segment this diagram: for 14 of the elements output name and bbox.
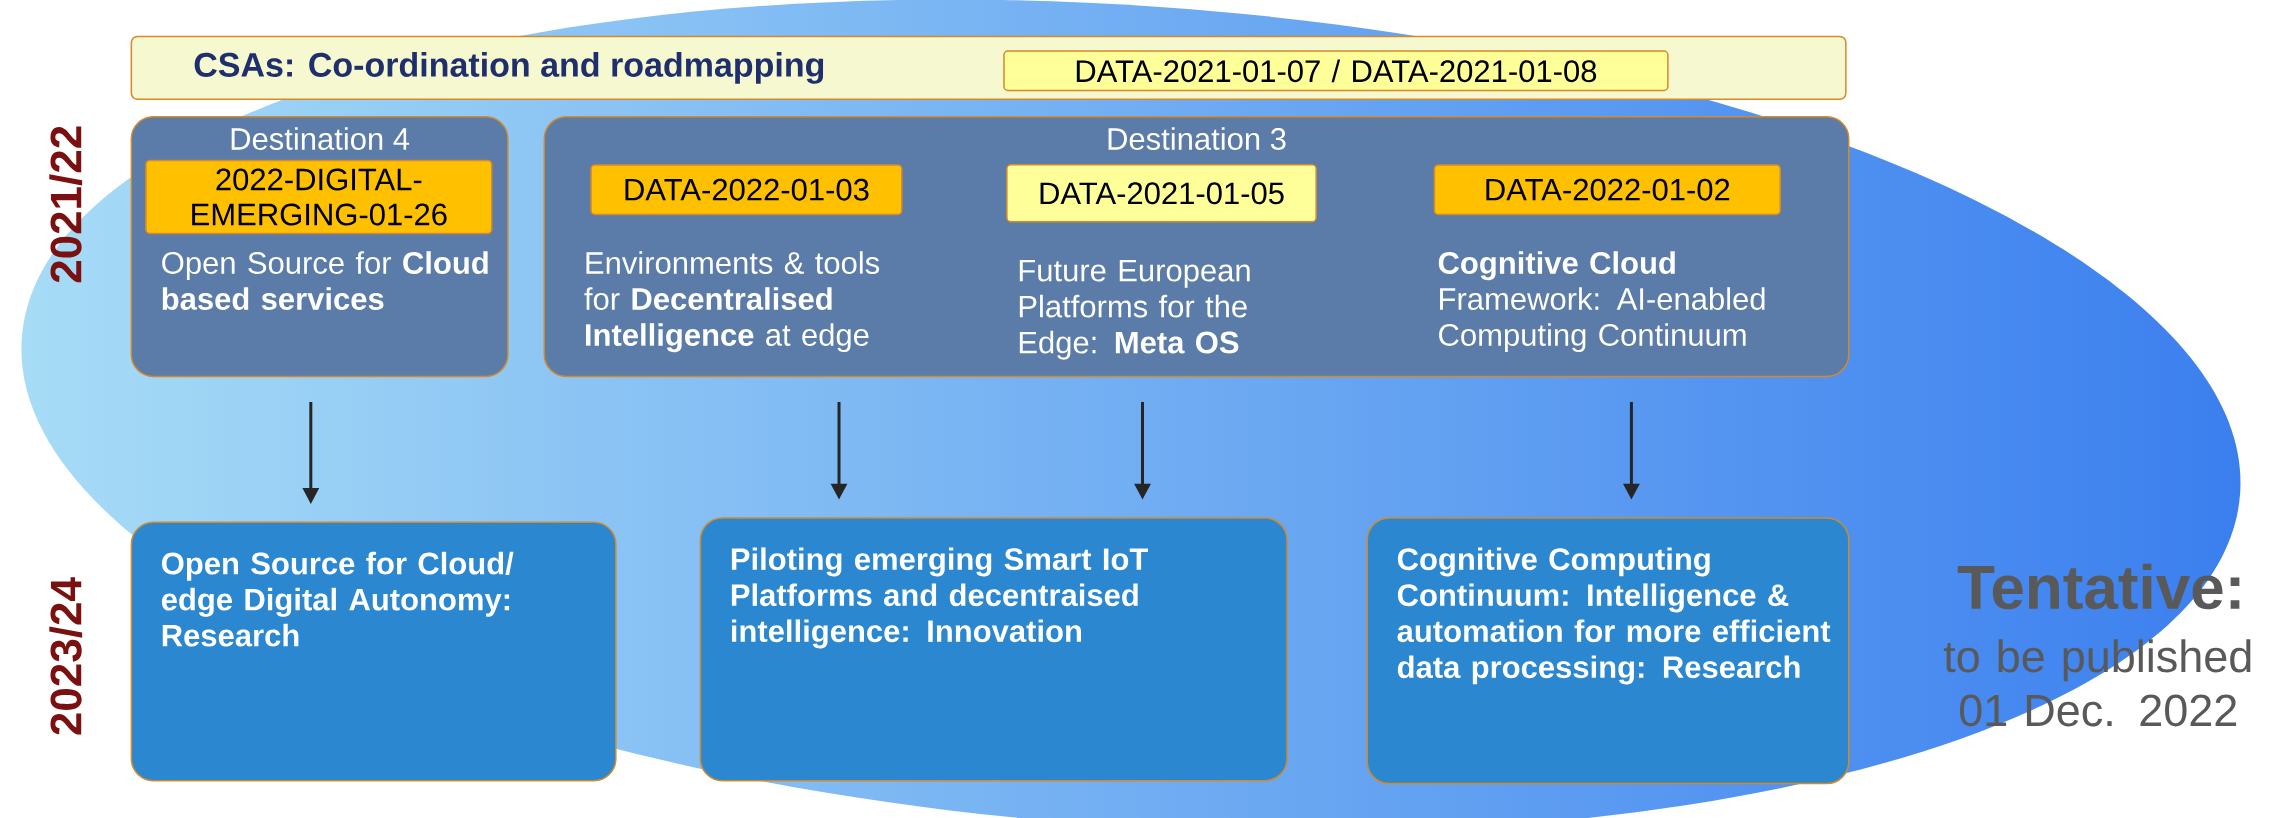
call-id-box: 2022-DIGITAL-EMERGING-01-26 <box>145 159 493 235</box>
year-label: 2023/24 <box>49 577 83 735</box>
description-text: Future European Platforms for the Edge: Meta OS <box>1019 259 1250 360</box>
year-label: 2021/22 <box>49 126 83 283</box>
description-text: Environments & tools for Decentralised Intelligence at edge <box>584 251 880 353</box>
description-text: Cognitive Cloud Framework: AI-enabled Computing Continuum <box>1438 251 1765 353</box>
topic-box: Open Source for Cloud/ edge Digital Autonomy: Research <box>130 521 617 782</box>
topic-box: Piloting emerging Smart IoT Platforms and decentraised intelligence: Innovation <box>699 517 1288 782</box>
call-id-box: DATA-2022-01-02 <box>1433 164 1781 216</box>
call-id-box: DATA-2022-01-03 <box>590 164 903 216</box>
call-id-box: DATA-2021-01-05 <box>1006 164 1317 223</box>
description-text: Open Source for Cloud based services <box>162 251 488 310</box>
call-id-box: DATA-2021-01-07 / DATA-2021-01-08 <box>1003 50 1669 92</box>
topic-box: Cognitive Computing Continuum: Intelligence & automation for more efficient data processing: Research <box>1366 517 1850 785</box>
